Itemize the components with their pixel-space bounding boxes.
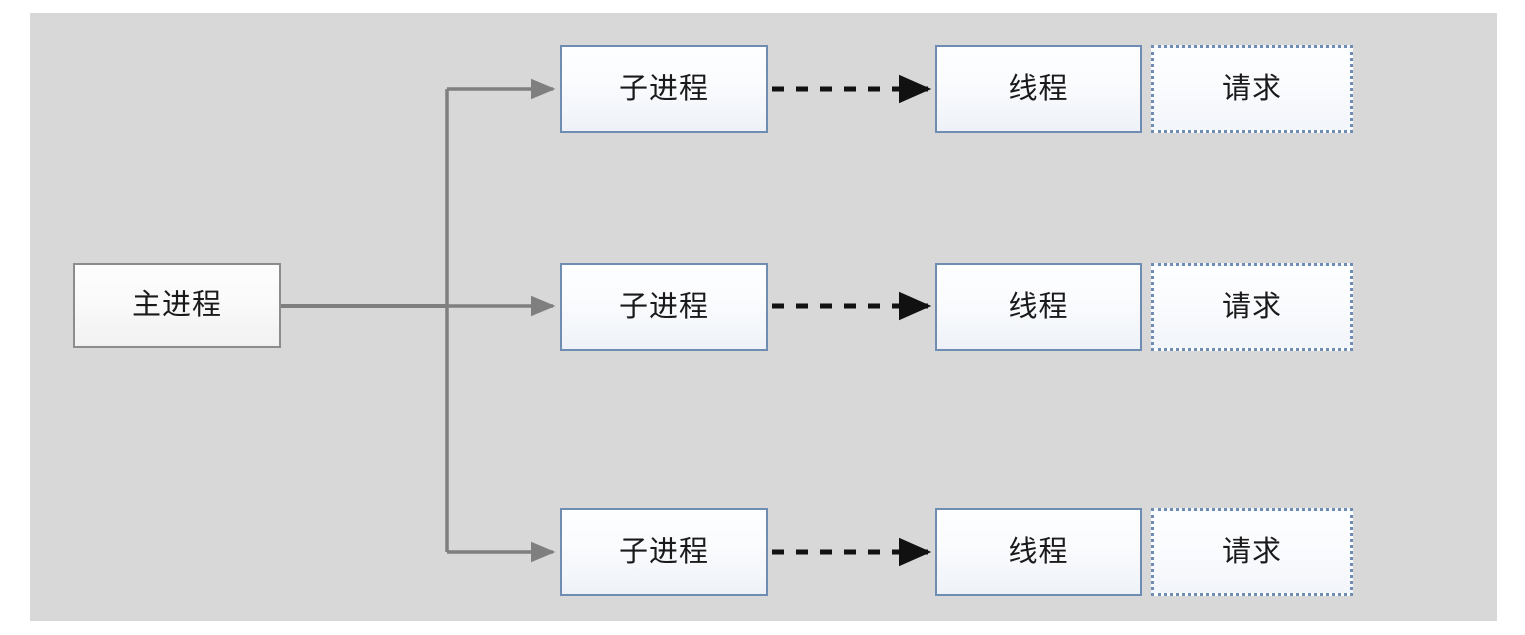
node-thread-1[interactable]: 线程 (935, 45, 1142, 133)
node-child-process-3[interactable]: 子进程 (560, 508, 768, 596)
node-request-2-label: 请求 (1221, 290, 1282, 323)
node-request-1-label: 请求 (1221, 72, 1282, 105)
node-thread-1-label: 线程 (1008, 72, 1069, 105)
node-request-3-label: 请求 (1221, 535, 1282, 568)
node-main-process-label: 主进程 (131, 289, 222, 321)
node-request-2[interactable]: 请求 (1151, 263, 1353, 351)
node-thread-2-label: 线程 (1008, 290, 1069, 323)
node-child-process-1[interactable]: 子进程 (560, 45, 768, 133)
node-thread-2[interactable]: 线程 (935, 263, 1142, 351)
node-request-1[interactable]: 请求 (1151, 45, 1353, 133)
node-child-process-3-label: 子进程 (618, 535, 709, 568)
node-child-process-2[interactable]: 子进程 (560, 263, 768, 351)
node-thread-3[interactable]: 线程 (935, 508, 1142, 596)
node-child-process-1-label: 子进程 (618, 72, 709, 105)
node-thread-3-label: 线程 (1008, 535, 1069, 568)
node-child-process-2-label: 子进程 (618, 290, 709, 323)
node-request-3[interactable]: 请求 (1151, 508, 1353, 596)
node-main-process[interactable]: 主进程 (73, 263, 281, 348)
